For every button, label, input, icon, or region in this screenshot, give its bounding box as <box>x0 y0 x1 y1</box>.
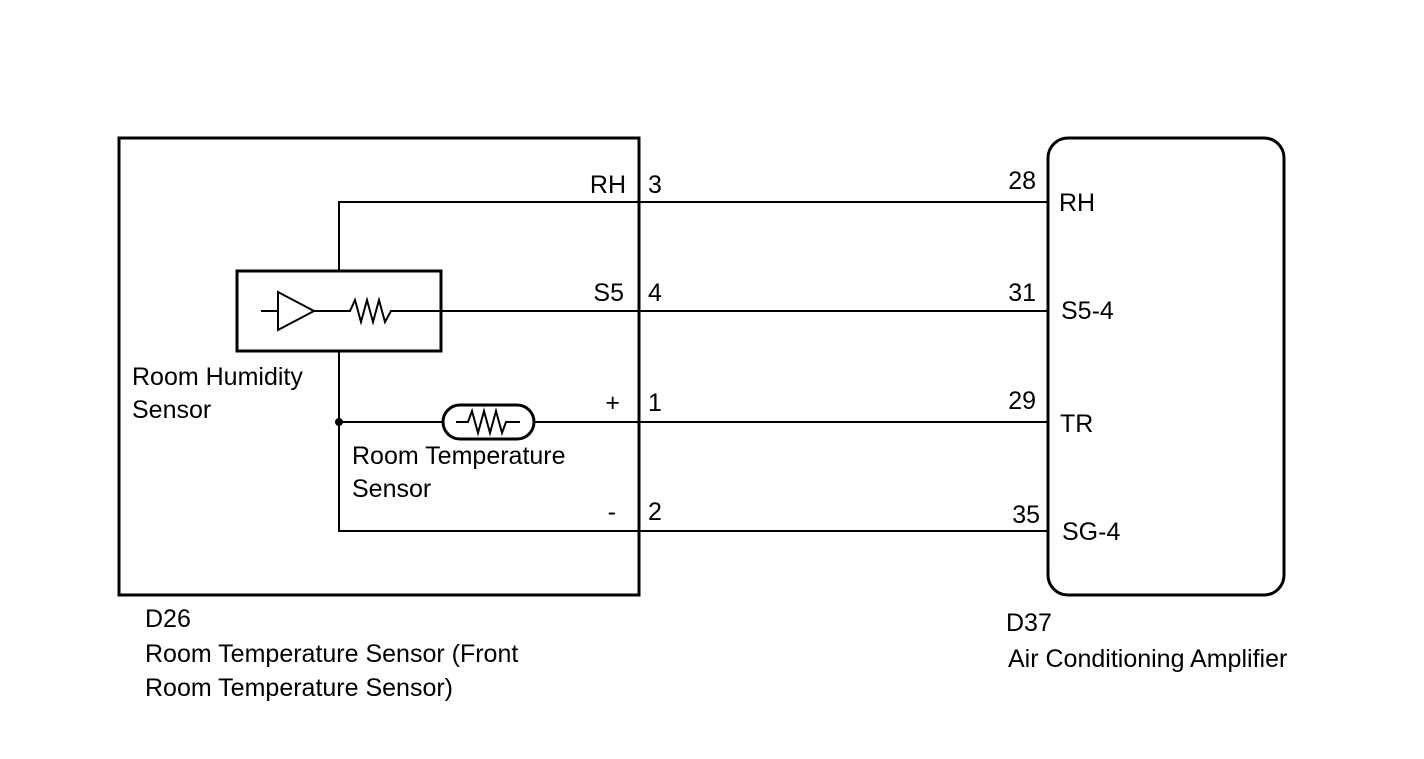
amp-terminal-rh: RH <box>1059 189 1095 217</box>
humidity-sensor-label-2: Sensor <box>132 396 211 424</box>
pin-number-28: 28 <box>1008 167 1036 195</box>
terminal-label-rh: RH <box>590 171 626 199</box>
pin-number-3: 3 <box>648 171 662 199</box>
humidity-sensor-label-1: Room Humidity <box>132 363 303 391</box>
terminal-label-s5: S5 <box>593 279 624 307</box>
sensor-unit-code: D26 <box>145 605 191 633</box>
pin-number-4: 4 <box>648 279 662 307</box>
pin-number-1: 1 <box>648 389 662 417</box>
humidity-resistor-icon <box>314 296 441 326</box>
amplifier-code: D37 <box>1006 609 1052 637</box>
sensor-unit-box <box>117 136 641 597</box>
temperature-sensor-label-1: Room Temperature <box>352 442 566 470</box>
pin-number-29: 29 <box>1008 387 1036 415</box>
terminal-label-minus: - <box>608 498 616 526</box>
amplifier-name: Air Conditioning Amplifier <box>1008 645 1287 673</box>
thermistor-body <box>441 403 536 441</box>
sensor-unit-name-2: Room Temperature Sensor) <box>145 674 453 702</box>
pin-number-31: 31 <box>1008 279 1036 307</box>
amp-terminal-sg-4: SG-4 <box>1062 518 1120 546</box>
terminal-label-plus: + <box>605 389 620 417</box>
pin-number-35: 35 <box>1012 501 1040 529</box>
amp-terminal-tr: TR <box>1060 410 1093 438</box>
temperature-sensor-label-2: Sensor <box>352 475 431 503</box>
wire-minus <box>338 351 1048 532</box>
thermistor-resistor-icon <box>456 407 520 437</box>
amplifier-box <box>1046 136 1286 597</box>
amp-terminal-s5-4: S5-4 <box>1061 297 1114 325</box>
amplifier-triangle-icon <box>277 290 317 332</box>
junction-dot <box>335 418 343 426</box>
wire-rh <box>338 201 1048 271</box>
pin-number-2: 2 <box>648 498 662 526</box>
sensor-unit-name-1: Room Temperature Sensor (Front <box>145 640 518 668</box>
